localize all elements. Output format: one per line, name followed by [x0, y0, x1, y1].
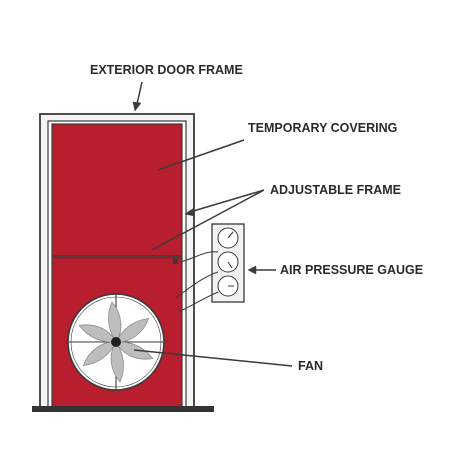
callout-adjustable-frame-bottom [151, 189, 265, 251]
floor-line [32, 406, 214, 412]
arrowhead-exterior-door-frame [132, 101, 142, 112]
gauge-hose-lower [177, 291, 219, 313]
label-fan: FAN [298, 359, 323, 373]
callout-temporary-covering [157, 139, 245, 171]
callout-adjustable-frame-top [189, 189, 265, 213]
arrowhead-air-pressure-gauge [247, 265, 257, 275]
fan [67, 293, 165, 391]
gauge-hose-middle [175, 271, 219, 299]
gauge-dial [217, 251, 239, 273]
label-adjustable-frame: ADJUSTABLE FRAME [270, 183, 401, 197]
fan-blade [115, 318, 150, 343]
air-pressure-gauge-panel [211, 223, 245, 303]
label-air-pressure-gauge: AIR PRESSURE GAUGE [280, 263, 423, 277]
arrowhead-adjustable-frame-top [184, 207, 195, 217]
pressure-tap [173, 258, 178, 264]
label-temporary-covering: TEMPORARY COVERING [248, 121, 397, 135]
gauge-dial [217, 227, 239, 249]
fan-hub [111, 337, 121, 347]
callout-exterior-door-frame [136, 81, 143, 105]
gauge-dial [217, 275, 239, 297]
label-exterior-door-frame: EXTERIOR DOOR FRAME [90, 63, 243, 77]
fan-blade [82, 341, 117, 366]
gauge-hose-upper [179, 251, 219, 263]
fan-blade [110, 341, 124, 383]
fan-blade [108, 301, 122, 343]
callout-fan [133, 349, 293, 367]
fan-blade [78, 324, 117, 343]
